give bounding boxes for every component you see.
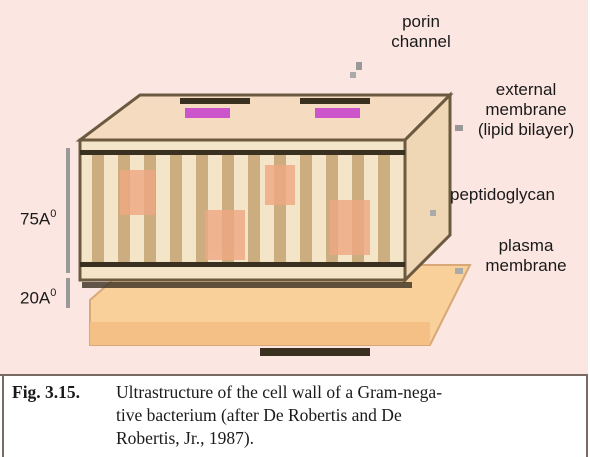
dimension-bar-20 [66,278,70,308]
caption-line-3: Robertis, Jr., 1987). [116,427,254,450]
membrane-band-mid [80,262,405,267]
figure-number: Fig. 3.15. [12,381,80,404]
plasma-membrane-label: plasma membrane [476,236,576,276]
dimension-bar-75 [66,148,70,273]
porin-leader-2 [350,72,356,78]
caption-line-2: tive bacterium (after De Robertis and De [116,404,402,427]
external-membrane-top [80,95,450,140]
membrane-band-bottom [82,282,412,288]
porin-top-stripe-left [180,98,250,104]
caption-left-rule [2,375,4,457]
caption-right-rule [586,375,588,457]
membrane-band-top [80,150,405,155]
plasma-membrane-stripe [260,348,370,356]
caption-line-1: Ultrastructure of the cell wall of a Gra… [116,381,442,404]
plasma-leader [455,268,463,274]
external-membrane-label: external membrane (lipid bilayer) [462,80,590,140]
peptidoglycan-label: peptidoglycan [450,185,555,205]
dimension-20-label: 20A0 [20,284,56,309]
porin-label: porin channel [386,12,456,52]
dimension-75-label: 75A0 [20,205,56,230]
plasma-membrane-slab-front [90,322,430,345]
porin-channel-left [185,108,230,118]
porin-top-stripe-right [300,98,370,104]
peptidoglycan-leader [430,210,436,216]
porin-leader [356,62,362,70]
porin-channel-right [315,108,360,118]
